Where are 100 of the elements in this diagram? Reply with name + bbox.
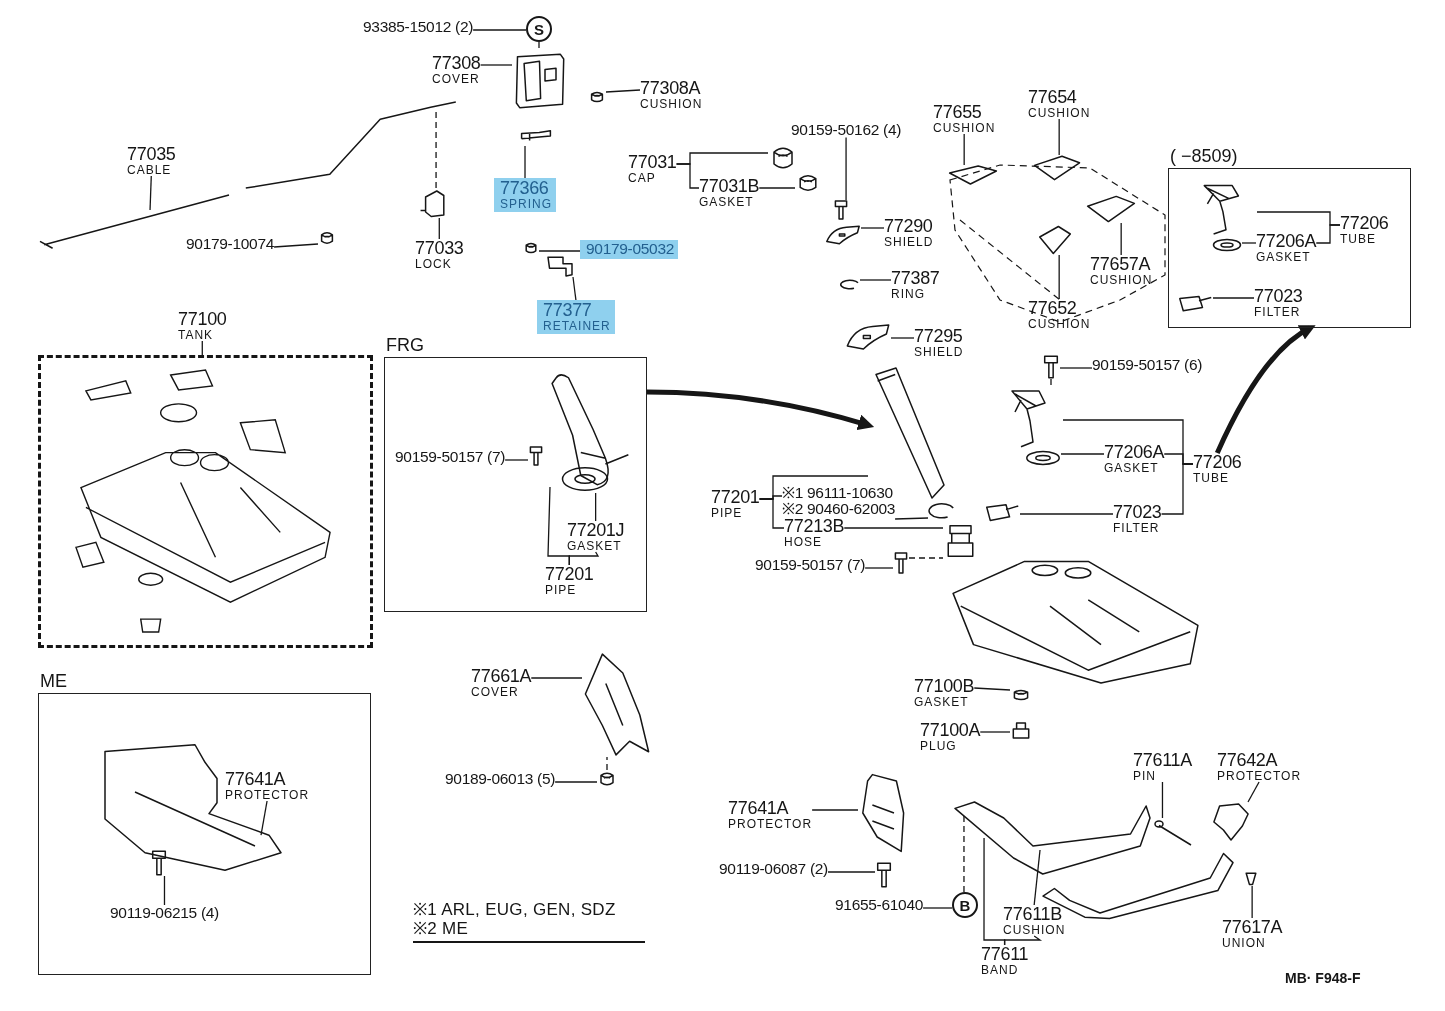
part-name: PLUG <box>920 740 957 752</box>
leader-line <box>504 459 529 461</box>
part-name: RETAINER <box>543 320 611 332</box>
leader-line <box>1033 849 1041 906</box>
part-name: LOCK <box>415 258 452 270</box>
part-number: 77100B <box>914 677 975 695</box>
leader-line <box>1241 242 1257 244</box>
part-number: 77035 <box>127 145 176 163</box>
leader-line <box>479 64 513 66</box>
part-number: 77290 <box>884 217 933 235</box>
part-name: CUSHION <box>1028 318 1091 330</box>
part-number: 90159-50157 (6) <box>1092 357 1203 373</box>
leader-line <box>201 340 203 356</box>
part-name: CUSHION <box>1003 924 1066 936</box>
dashed-leader-line <box>963 815 965 893</box>
leader-line <box>1161 781 1164 819</box>
part-number: 90189-06013 (5) <box>445 771 556 787</box>
circled-letter: S <box>526 16 552 42</box>
leader-line <box>1060 453 1105 455</box>
part-number: 77366 <box>500 179 549 197</box>
highlight-box <box>494 178 556 212</box>
part-name: COVER <box>471 686 519 698</box>
part-name: CUSHION <box>1028 107 1091 119</box>
leader-line <box>1251 885 1253 919</box>
leader-line <box>605 89 641 93</box>
part-number: 77652 <box>1028 299 1077 317</box>
part-number: ※2 90460-62003 <box>782 500 896 516</box>
part-name: GASKET <box>914 696 969 708</box>
leader-line <box>894 517 929 520</box>
part-number: 77308A <box>640 79 701 97</box>
part-number: 77654 <box>1028 88 1077 106</box>
part-name: RING <box>891 288 925 300</box>
leader-line <box>149 175 152 211</box>
part-name: CAP <box>628 172 656 184</box>
part-name: SHIELD <box>884 236 934 248</box>
leader-line <box>572 276 577 301</box>
leader-line <box>890 337 915 339</box>
part-number: 90159-50157 (7) <box>395 449 506 465</box>
part-name: FILTER <box>1113 522 1160 534</box>
part-number: 77377 <box>543 301 592 319</box>
part-name: CABLE <box>127 164 172 176</box>
part-number: 77641A <box>728 799 789 817</box>
part-name: TANK <box>178 329 214 341</box>
dashed-leader-line <box>908 557 944 559</box>
part-number: 77661A <box>471 667 532 685</box>
part-name: SHIELD <box>914 346 964 358</box>
part-name: PIPE <box>545 584 577 596</box>
part-number: 77611B <box>1003 905 1062 923</box>
leader-line <box>758 187 796 189</box>
part-number: 77206 <box>1193 453 1242 471</box>
part-name: GASKET <box>1256 251 1311 263</box>
part-name: GASKET <box>1104 462 1159 474</box>
part-name: CUSHION <box>933 122 996 134</box>
leader-line <box>1058 118 1060 156</box>
leader-line <box>845 136 847 201</box>
footnote: ※2 ME <box>413 919 470 938</box>
part-number: 90179-10074 <box>186 236 275 252</box>
leader-line <box>859 279 892 281</box>
part-number: 77617A <box>1222 918 1283 936</box>
part-number: ※1 96111-10630 <box>782 485 893 501</box>
leader-line <box>163 875 166 906</box>
leader-line <box>860 227 885 229</box>
leader-line <box>568 551 600 566</box>
part-number: 77657A <box>1090 255 1151 273</box>
leader-line <box>1003 935 1043 946</box>
part-number: 77611A <box>1133 751 1192 769</box>
leader-line <box>973 687 1011 691</box>
part-number: 77023 <box>1113 503 1162 521</box>
leader-line <box>530 677 583 679</box>
leader-line <box>538 250 581 252</box>
part-number: 90159-50162 (4) <box>791 122 902 138</box>
part-number: 77655 <box>933 103 982 121</box>
part-name: HOSE <box>784 536 822 548</box>
part-name: UNION <box>1222 937 1266 949</box>
part-number: 77201 <box>545 565 594 583</box>
part-number: 77611 <box>981 945 1029 963</box>
part-number: 77206 <box>1340 214 1389 232</box>
leader-line <box>827 871 876 873</box>
leader-line <box>922 907 953 909</box>
part-name: PROTECTOR <box>728 818 813 830</box>
leader-line <box>811 809 859 811</box>
part-number: 77201 <box>711 488 760 506</box>
part-number: 77100 <box>178 310 227 328</box>
part-name: TUBE <box>1193 472 1229 484</box>
leader-line <box>1019 513 1114 515</box>
leader-line <box>595 492 597 522</box>
part-number: 90159-50157 (7) <box>755 557 866 573</box>
leader-line <box>979 731 1011 733</box>
part-name: BAND <box>981 964 1019 976</box>
panel-heading: FRG <box>386 335 424 355</box>
part-number: 77206A <box>1256 232 1317 250</box>
leader-line <box>963 133 965 166</box>
leader-line <box>554 781 598 783</box>
leader-line <box>1160 463 1194 515</box>
part-number: 90119-06215 (4) <box>110 905 219 921</box>
leader-line <box>1315 224 1341 244</box>
leader-line <box>472 29 527 31</box>
part-name: PROTECTOR <box>1217 770 1302 782</box>
figure-code: MB· F948-F <box>1285 970 1361 986</box>
part-name: SPRING <box>500 198 552 210</box>
